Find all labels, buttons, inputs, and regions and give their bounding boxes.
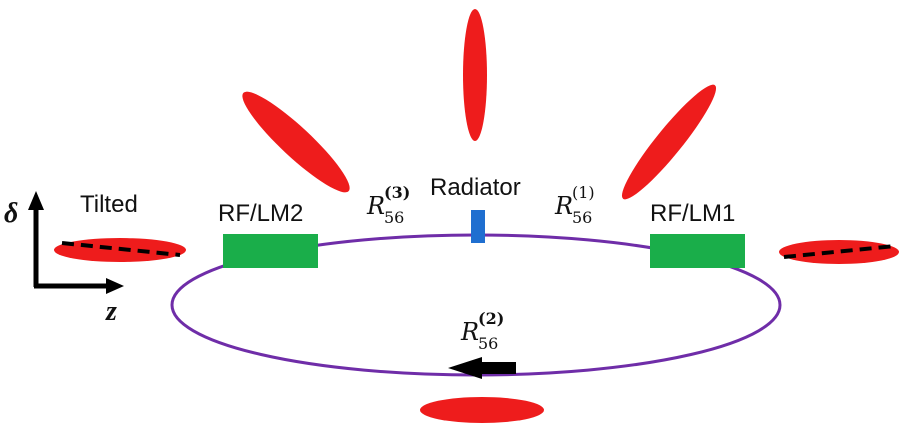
- r56-symbol: R: [460, 318, 479, 346]
- r56-symbol: R: [366, 192, 385, 220]
- z-axis-arrowhead: [106, 278, 124, 294]
- r56-symbol: R: [554, 192, 573, 220]
- direction-arrow: [448, 357, 516, 379]
- tilted-label: Tilted: [80, 191, 138, 218]
- r56-subscript: 56: [478, 334, 498, 353]
- direction-arrow-head: [448, 357, 482, 379]
- r56-label-2: R 56 (2): [460, 309, 504, 353]
- delta-axis-arrowhead: [28, 191, 44, 210]
- radiator-block: [471, 210, 485, 243]
- rf-lm2-block: [223, 234, 318, 268]
- bunch-ellipse: [779, 240, 899, 264]
- axis-delta-label: δ: [4, 198, 18, 229]
- r56-superscript: (2): [478, 309, 504, 328]
- bunch-left-tilted: [54, 238, 186, 262]
- r56-subscript: 56: [384, 208, 404, 227]
- r56-label-1: R 56 (1): [554, 183, 595, 227]
- bunch-bottom: [420, 397, 544, 423]
- coordinate-axes: δ z: [4, 191, 124, 327]
- rf-lm2-label: RF/LM2: [218, 200, 303, 227]
- bunch-right-tilted: [779, 240, 899, 264]
- bunch-tilt-line: [61, 241, 181, 257]
- r56-superscript: (3): [384, 183, 410, 202]
- r56-superscript: (1): [572, 183, 595, 202]
- r56-label-3: R 56 (3): [366, 183, 410, 227]
- direction-arrow-shaft: [478, 362, 516, 374]
- rf-lm1-label: RF/LM1: [650, 200, 735, 227]
- r56-subscript: 56: [572, 208, 592, 227]
- radiator-label: Radiator: [430, 174, 521, 201]
- bunch-upper-right: [621, 84, 717, 200]
- axis-z-label: z: [105, 296, 117, 327]
- rf-lm1-block: [650, 234, 745, 268]
- bunch-top: [463, 9, 487, 141]
- bunch-upper-left: [242, 91, 350, 193]
